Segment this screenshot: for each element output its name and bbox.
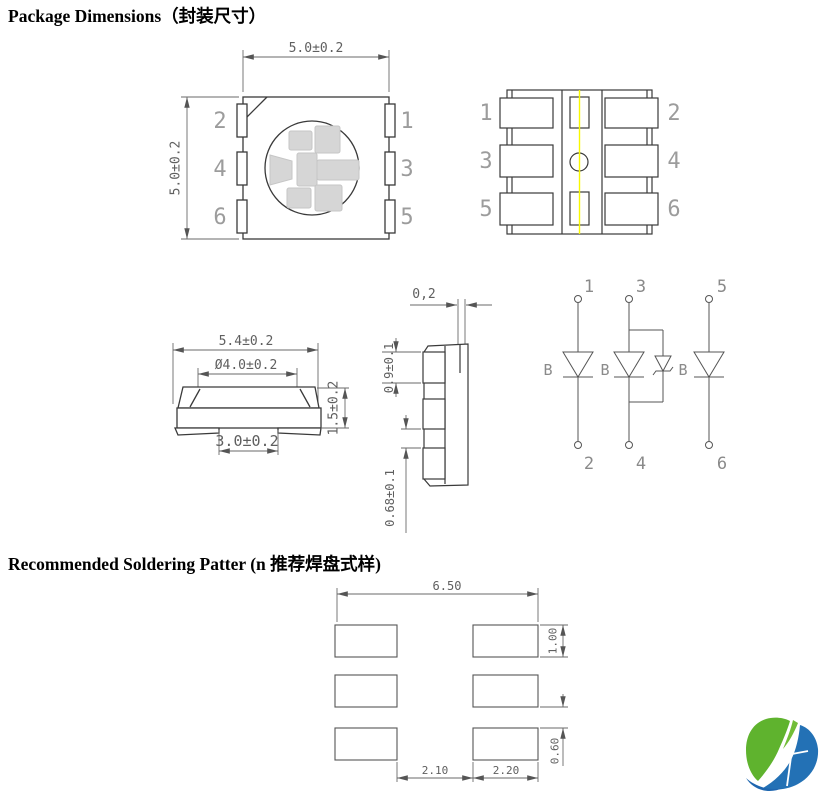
circuit-lines (562, 295, 725, 449)
side-view-body (174, 386, 322, 436)
pad-label-1: 1 (479, 101, 492, 126)
diode-3-label: B (678, 361, 687, 379)
pad-label-3: 3 (479, 149, 492, 174)
logo-leaf-blue-tail (746, 778, 783, 791)
pin-label-4: 4 (213, 157, 226, 182)
section-title-soldering-pattern: Recommended Soldering Patter (n 推荐焊盘式样) (8, 554, 381, 574)
top-view-width-dimension (242, 50, 390, 92)
bottom-view-drawing: 1 3 5 2 4 6 (479, 89, 681, 235)
top-view-width-label: 5.0±0.2 (289, 41, 344, 56)
solder-pad-width-label: 2.20 (493, 764, 520, 777)
end-view-gap-dimension (410, 299, 492, 346)
circuit-pin-2: 2 (584, 454, 594, 474)
solder-col-gap-label: 2.10 (422, 764, 449, 777)
logo-inner-lines (775, 750, 809, 787)
company-logo (746, 717, 819, 791)
pad-label-6: 6 (667, 197, 680, 222)
diode-2-label: B (600, 361, 609, 379)
diode-1-label: B (543, 361, 552, 379)
top-view-drawing: 5.0±0.2 5.0±0.2 (169, 41, 414, 240)
circuit-pin-1: 1 (584, 277, 594, 297)
end-view-drawing: 0,2 (382, 287, 492, 533)
circuit-pin-6: 6 (717, 454, 727, 474)
side-view-notch-label: 3.0±0.2 (215, 432, 278, 450)
pin-label-3: 3 (400, 157, 413, 182)
end-view-body (422, 343, 469, 487)
side-view-width-label: 5.4±0.2 (219, 334, 274, 349)
diode-2-symbol (613, 351, 645, 378)
side-view-height-dimension (317, 387, 349, 429)
solder-pad-height-label: 1.00 (547, 628, 560, 655)
pin-label-2: 2 (213, 109, 226, 134)
top-view-height-dimension (181, 96, 239, 240)
end-view-lead-dimensions (382, 338, 421, 533)
pin-label-1: 1 (400, 109, 413, 134)
section-title-package-dimensions: Package Dimensions（封装尺寸） (8, 6, 267, 26)
side-view-height-label: 1.5±0.2 (327, 381, 342, 436)
side-view-drawing: 5.4±0.2 Ø4.0±0.2 (172, 334, 349, 455)
chip-die-pattern (269, 125, 360, 212)
diode-3-symbol (693, 351, 725, 378)
side-view-notch-dimension (218, 430, 279, 455)
pad-label-4: 4 (667, 149, 680, 174)
circuit-pin-3: 3 (636, 277, 646, 297)
circuit-pin-5: 5 (717, 277, 727, 297)
logo-leaf-green (746, 717, 790, 781)
side-view-lens-label: Ø4.0±0.2 (215, 358, 278, 373)
pad-label-5: 5 (479, 197, 492, 222)
circuit-pin-labels: 1 3 5 2 4 6 B B B (543, 277, 727, 474)
circuit-pin-4: 4 (636, 454, 646, 474)
circuit-diagram: 1 3 5 2 4 6 B B B (543, 277, 727, 474)
solder-pads (334, 624, 539, 761)
side-view-dimensions (172, 343, 319, 404)
bottom-view-pin-numbers: 1 3 5 2 4 6 (479, 101, 680, 222)
pin-label-5: 5 (400, 205, 413, 230)
end-view-gap-label: 0,2 (412, 287, 435, 302)
end-view-lead-lower-label: 0.68±0.1 (383, 469, 397, 527)
top-view-height-label: 5.0±0.2 (169, 141, 184, 196)
pad-label-2: 2 (667, 101, 680, 126)
solder-pattern-drawing: 6.50 1.00 0.60 2.10 2.20 (334, 579, 568, 782)
solder-total-width-label: 6.50 (433, 579, 462, 593)
solder-row-gap-label: 0.60 (549, 738, 562, 765)
pin-label-6: 6 (213, 205, 226, 230)
diode-1-symbol (562, 351, 594, 378)
top-view-pin-numbers: 2 4 6 1 3 5 (213, 109, 413, 230)
logo-leaf-green-sliver (783, 720, 798, 749)
solder-pattern-dimensions (336, 588, 568, 782)
end-view-lead-upper-label: 0.9±0.1 (382, 343, 396, 394)
logo-leaf-blue (763, 725, 819, 790)
zener-diode-symbol (654, 355, 672, 373)
